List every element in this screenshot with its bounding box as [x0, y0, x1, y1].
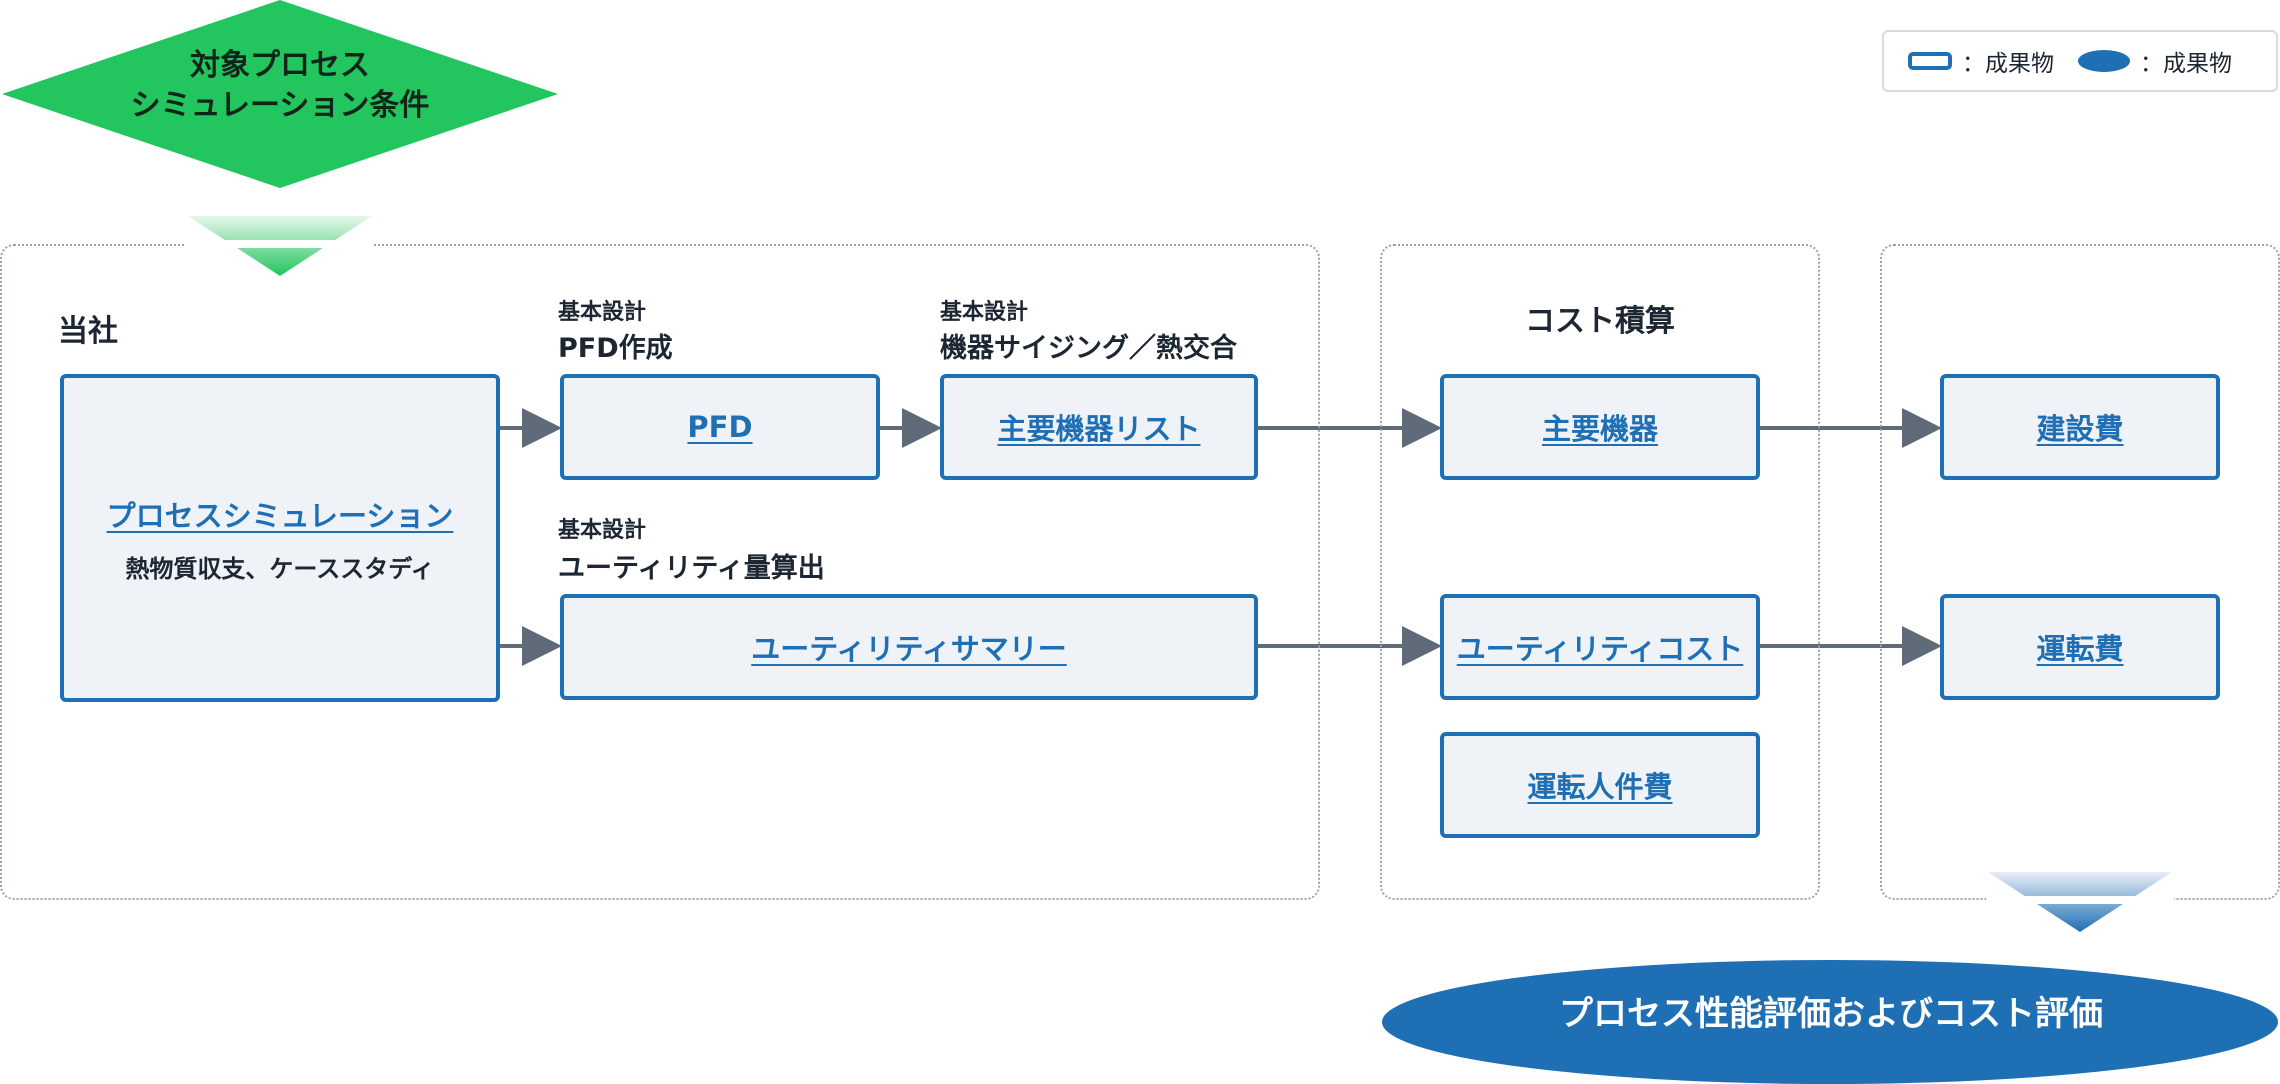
pfd-link[interactable]: PFD [687, 410, 753, 444]
company-title: 当社 [58, 314, 118, 349]
utility-caption-small: 基本設計 [558, 518, 647, 543]
deliverable-oval-swatch [2078, 50, 2130, 72]
start-diamond [2, 0, 558, 188]
utility-summary-link[interactable]: ユーティリティサマリー [751, 632, 1067, 666]
company-region [0, 244, 1320, 900]
equipment-list-link[interactable]: 主要機器リスト [997, 412, 1201, 446]
operating-cost-link[interactable]: 運転費 [2036, 632, 2124, 666]
cost-estimation-region [1380, 244, 1820, 900]
equip-caption-main: 機器サイジング／熱交合 [940, 333, 1237, 364]
pfd-caption-small: 基本設計 [558, 300, 647, 325]
process-simulation-node: プロセスシミュレーション 熱物質収支、ケーススタディ [60, 374, 500, 702]
utility-summary-node: ユーティリティサマリー [560, 594, 1258, 700]
pfd-node: PFD [560, 374, 880, 480]
evaluation-region [1880, 244, 2280, 900]
result-label: プロセス性能評価およびコスト評価 [1559, 994, 2103, 1034]
result-ellipse [1382, 960, 2278, 1084]
operating-cost-node: 運転費 [1940, 594, 2220, 700]
pfd-caption-main: PFD作成 [558, 333, 673, 364]
cost-title: コスト積算 [1525, 304, 1675, 339]
main-equipment-link[interactable]: 主要機器 [1541, 412, 1658, 446]
legend-oval-label: ：成果物 [2140, 51, 2232, 77]
utility-cost-link[interactable]: ユーティリティコスト [1456, 632, 1744, 666]
equip-caption-small: 基本設計 [940, 300, 1029, 325]
legend-box-label: ：成果物 [1962, 51, 2054, 77]
main-equipment-node: 主要機器 [1440, 374, 1760, 480]
start-label: 対象プロセス シミュレーション条件 [130, 48, 430, 123]
chevron-gap [186, 240, 374, 248]
equipment-list-node: 主要機器リスト [940, 374, 1258, 480]
utility-caption-main: ユーティリティ量算出 [558, 553, 825, 584]
deliverable-box-swatch [1908, 52, 1952, 70]
process-simulation-link[interactable]: プロセスシミュレーション [106, 498, 454, 533]
process-simulation-subtitle: 熱物質収支、ケーススタディ [125, 554, 435, 583]
construction-cost-node: 建設費 [1940, 374, 2220, 480]
labor-cost-node: 運転人件費 [1440, 732, 1760, 838]
utility-cost-node: ユーティリティコスト [1440, 594, 1760, 700]
legend: ：成果物 ：成果物 [1882, 30, 2278, 92]
construction-cost-link[interactable]: 建設費 [2036, 412, 2124, 446]
chevron-gap-bottom [1986, 896, 2174, 904]
labor-cost-link[interactable]: 運転人件費 [1527, 770, 1673, 804]
